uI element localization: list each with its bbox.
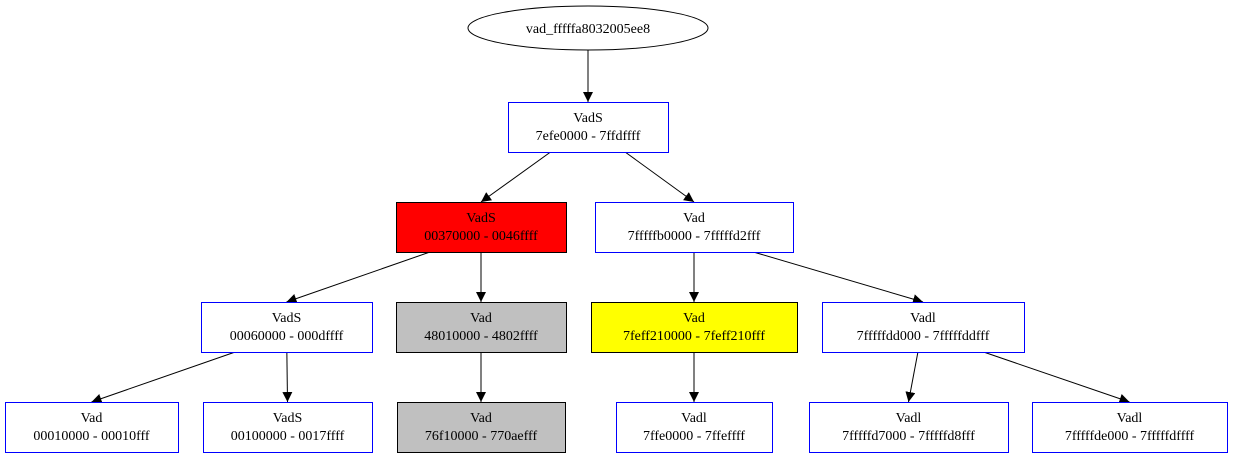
vad-node-box bbox=[396, 202, 567, 253]
vad-node-box bbox=[203, 402, 373, 453]
vad-node-range: 00010000 - 00010fff bbox=[33, 429, 149, 444]
edge-n2-n4 bbox=[286, 251, 431, 304]
vad-node-box bbox=[508, 102, 669, 153]
edge-n1-n2 bbox=[480, 151, 551, 203]
vad-node-type: Vad bbox=[683, 211, 705, 226]
vad-node-box bbox=[822, 302, 1025, 353]
vad-node-box bbox=[809, 402, 1009, 453]
vad-node-type: Vad bbox=[470, 311, 492, 326]
edge-n7-n12 bbox=[905, 351, 919, 403]
vad-node-n12[interactable]: Vadl 7fffffd7000 - 7fffffd8fff bbox=[809, 402, 1009, 453]
vad-node-range: 76f10000 - 770aefff bbox=[425, 429, 538, 444]
vad-node-n10[interactable]: Vad 76f10000 - 770aefff bbox=[397, 402, 566, 453]
vad-node-box bbox=[201, 302, 373, 353]
vad-node-n3[interactable]: Vad 7fffffb0000 - 7fffffd2fff bbox=[595, 202, 794, 253]
vad-node-range: 7feff210000 - 7feff210fff bbox=[623, 329, 765, 344]
vad-node-type: Vadl bbox=[910, 311, 936, 326]
vad-node-type: Vad bbox=[81, 411, 103, 426]
root-node-shape bbox=[467, 5, 709, 51]
edge-n7-n13 bbox=[983, 351, 1130, 404]
vad-node-box bbox=[591, 302, 798, 353]
vad-node-type: Vadl bbox=[896, 411, 922, 426]
vad-node-box bbox=[5, 402, 179, 453]
vad-node-n6[interactable]: Vad 7feff210000 - 7feff210fff bbox=[591, 302, 798, 353]
root-node-label: vad_fffffa8032005ee8 bbox=[526, 22, 650, 37]
vad-node-box bbox=[1032, 402, 1228, 453]
vad-node-range: 7efe0000 - 7ffdffff bbox=[536, 129, 641, 144]
vad-node-n5[interactable]: Vad 48010000 - 4802ffff bbox=[396, 302, 567, 353]
root-node[interactable]: vad_fffffa8032005ee8 bbox=[467, 5, 709, 51]
vad-node-type: VadS bbox=[272, 311, 302, 326]
vad-node-n7[interactable]: Vadl 7fffffdd000 - 7fffffddfff bbox=[822, 302, 1025, 353]
vad-node-n2[interactable]: VadS 00370000 - 0046ffff bbox=[396, 202, 567, 253]
vad-node-box bbox=[595, 202, 794, 253]
vad-node-n13[interactable]: Vadl 7fffffde000 - 7fffffdffff bbox=[1032, 402, 1228, 453]
vad-node-box bbox=[396, 302, 567, 353]
edge-n4-n8 bbox=[91, 351, 236, 404]
vad-node-range: 00370000 - 0046ffff bbox=[424, 229, 538, 244]
vad-node-range: 7fffffb0000 - 7fffffd2fff bbox=[628, 229, 761, 244]
vad-node-box bbox=[397, 402, 566, 453]
vad-node-range: 7fffffd7000 - 7fffffd8fff bbox=[842, 429, 975, 444]
vad-node-type: Vad bbox=[683, 311, 705, 326]
vad-node-range: 48010000 - 4802ffff bbox=[424, 329, 538, 344]
vad-node-range: 7ffe0000 - 7ffeffff bbox=[643, 429, 745, 444]
vad-node-range: 7fffffdd000 - 7fffffddfff bbox=[857, 329, 990, 344]
edge-n4-n9 bbox=[282, 351, 293, 403]
vad-node-n1[interactable]: VadS 7efe0000 - 7ffdffff bbox=[508, 102, 669, 153]
vad-node-n4[interactable]: VadS 00060000 - 000dffff bbox=[201, 302, 373, 353]
edge-n3-n7 bbox=[753, 251, 924, 304]
vad-node-type: Vad bbox=[470, 411, 492, 426]
vad-node-range: 7fffffde000 - 7fffffdffff bbox=[1065, 429, 1195, 444]
vad-node-range: 00060000 - 000dffff bbox=[230, 329, 344, 344]
vad-node-type: Vadl bbox=[681, 411, 707, 426]
edge-n1-n3 bbox=[624, 151, 695, 203]
vad-node-range: 00100000 - 0017ffff bbox=[231, 429, 345, 444]
vad-node-box bbox=[616, 402, 773, 453]
vad-node-type: VadS bbox=[466, 211, 496, 226]
vad-node-n9[interactable]: VadS 00100000 - 0017ffff bbox=[203, 402, 373, 453]
edges bbox=[91, 50, 1130, 404]
vad-node-type: VadS bbox=[273, 411, 303, 426]
vad-node-n11[interactable]: Vadl 7ffe0000 - 7ffeffff bbox=[616, 402, 773, 453]
vad-node-type: Vadl bbox=[1117, 411, 1143, 426]
vad-node-type: VadS bbox=[573, 111, 603, 126]
vad-node-n8[interactable]: Vad 00010000 - 00010fff bbox=[5, 402, 179, 453]
